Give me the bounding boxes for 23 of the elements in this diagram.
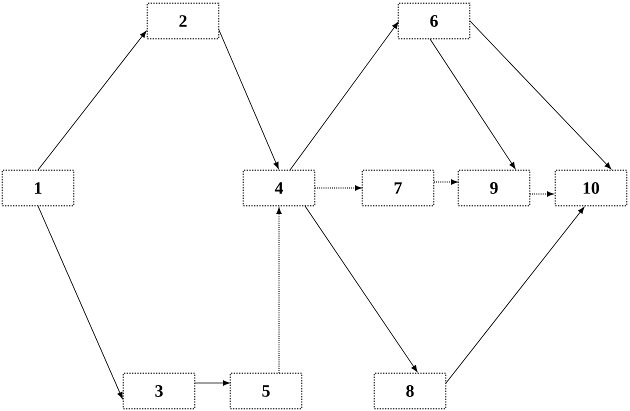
process-box: 1 — [2, 170, 74, 206]
arrow — [290, 22, 398, 170]
process-box: 8 — [374, 372, 446, 410]
process-box: 10 — [554, 170, 628, 206]
process-box: 5 — [230, 372, 302, 410]
arrow — [470, 20, 612, 170]
arrow — [38, 206, 123, 399]
process-box: 7 — [362, 170, 434, 206]
process-box: 4 — [242, 170, 316, 206]
arrow — [276, 208, 282, 373]
arrow — [430, 38, 516, 170]
process-box: 6 — [398, 2, 470, 40]
arrow — [304, 206, 418, 372]
arrow — [434, 179, 458, 185]
arrow — [38, 30, 146, 170]
arrow — [194, 380, 230, 386]
arrow — [530, 191, 554, 197]
process-box: 3 — [122, 372, 196, 410]
arrow — [315, 185, 362, 191]
process-box: 2 — [146, 2, 220, 40]
process-box: 9 — [458, 170, 530, 206]
arrow — [446, 206, 584, 384]
arrow — [218, 30, 279, 169]
